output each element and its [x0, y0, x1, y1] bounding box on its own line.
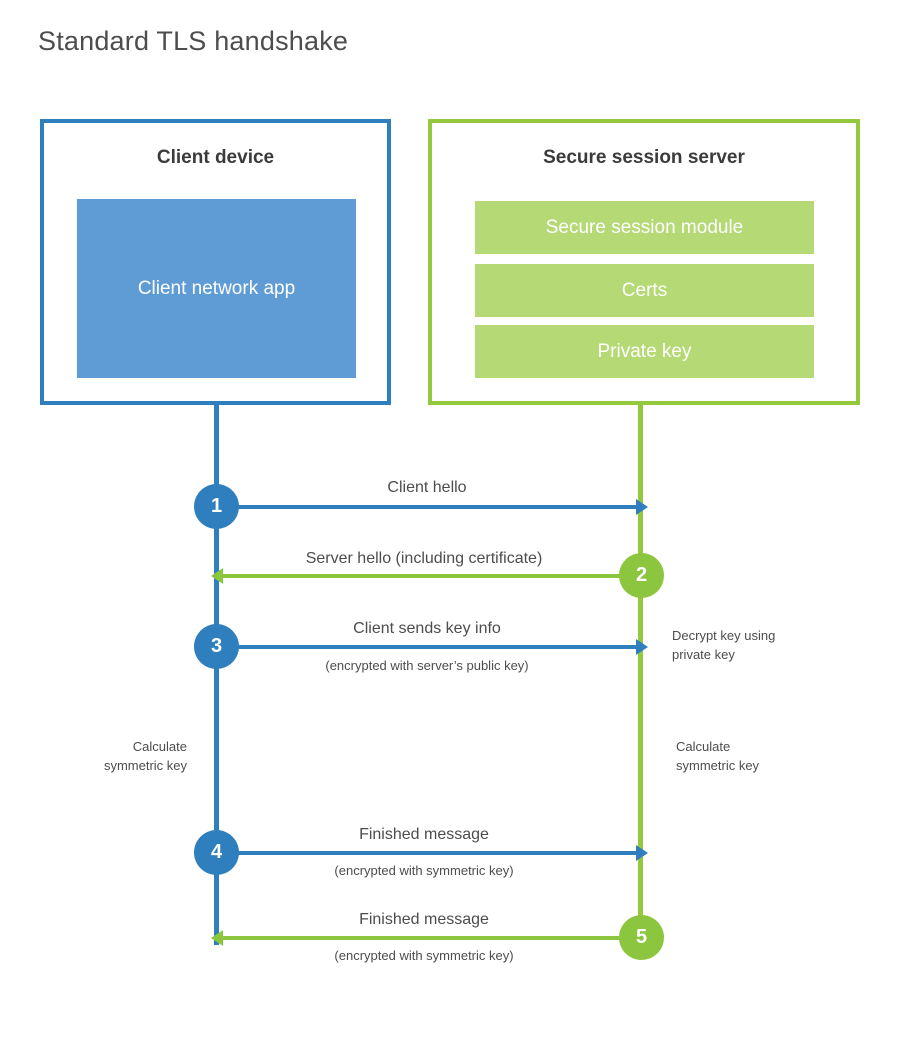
step-marker-4: 4 [194, 830, 239, 875]
arrow-head-right-icon [636, 639, 648, 655]
arrow-shaft [216, 505, 637, 509]
client-device-title: Client device [156, 147, 275, 168]
arrow-shaft [222, 574, 640, 578]
step-marker-3: 3 [194, 624, 239, 669]
message-label-1: Client hello [387, 479, 467, 496]
step-marker-2: 2 [619, 553, 664, 598]
arrow-head-right-icon [636, 499, 648, 515]
server-component-certs: Certs [475, 264, 814, 317]
message-arrow-3 [216, 639, 648, 655]
message-label-2: Server hello (including certificate) [305, 550, 543, 567]
client-device-box: Client device Client network app [40, 119, 391, 405]
server-component-label: Secure session module [545, 216, 744, 238]
message-arrow-1 [216, 499, 648, 515]
step-marker-1: 1 [194, 484, 239, 529]
server-component-private-key: Private key [475, 325, 814, 378]
message-arrow-5 [211, 930, 640, 946]
message-arrow-4 [216, 845, 648, 861]
client-lifeline [214, 405, 219, 945]
client-network-app-block: Client network app [77, 199, 356, 378]
message-sublabel-3: (encrypted with server’s public key) [325, 658, 529, 673]
message-arrow-2 [211, 568, 640, 584]
arrow-shaft [216, 851, 637, 855]
secure-session-server-title: Secure session server [543, 147, 745, 168]
arrow-head-left-icon [211, 930, 223, 946]
message-label-3: Client sends key info [353, 620, 501, 637]
client-network-app-label: Client network app [137, 277, 296, 299]
message-label-4: Finished message [359, 826, 489, 843]
secure-session-server-box: Secure session server Secure session mod… [428, 119, 860, 405]
server-component-label: Private key [597, 340, 692, 362]
arrow-head-right-icon [636, 845, 648, 861]
arrow-head-left-icon [211, 568, 223, 584]
annotation-server-calculate-symmetric-key: Calculate symmetric key [676, 739, 760, 773]
arrow-shaft [222, 936, 640, 940]
server-component-label: Certs [621, 279, 668, 301]
arrow-shaft [216, 645, 637, 649]
message-label-5: Finished message [359, 911, 489, 928]
annotation-decrypt-key: Decrypt key using private key [672, 628, 776, 662]
annotation-client-calculate-symmetric-key: Calculate symmetric key [103, 739, 187, 773]
message-sublabel-4: (encrypted with symmetric key) [334, 863, 514, 878]
server-component-secure-session-module: Secure session module [475, 201, 814, 254]
message-sublabel-5: (encrypted with symmetric key) [334, 948, 514, 963]
page-title: Standard TLS handshake [38, 26, 349, 56]
server-lifeline [638, 405, 643, 943]
step-marker-5: 5 [619, 915, 664, 960]
